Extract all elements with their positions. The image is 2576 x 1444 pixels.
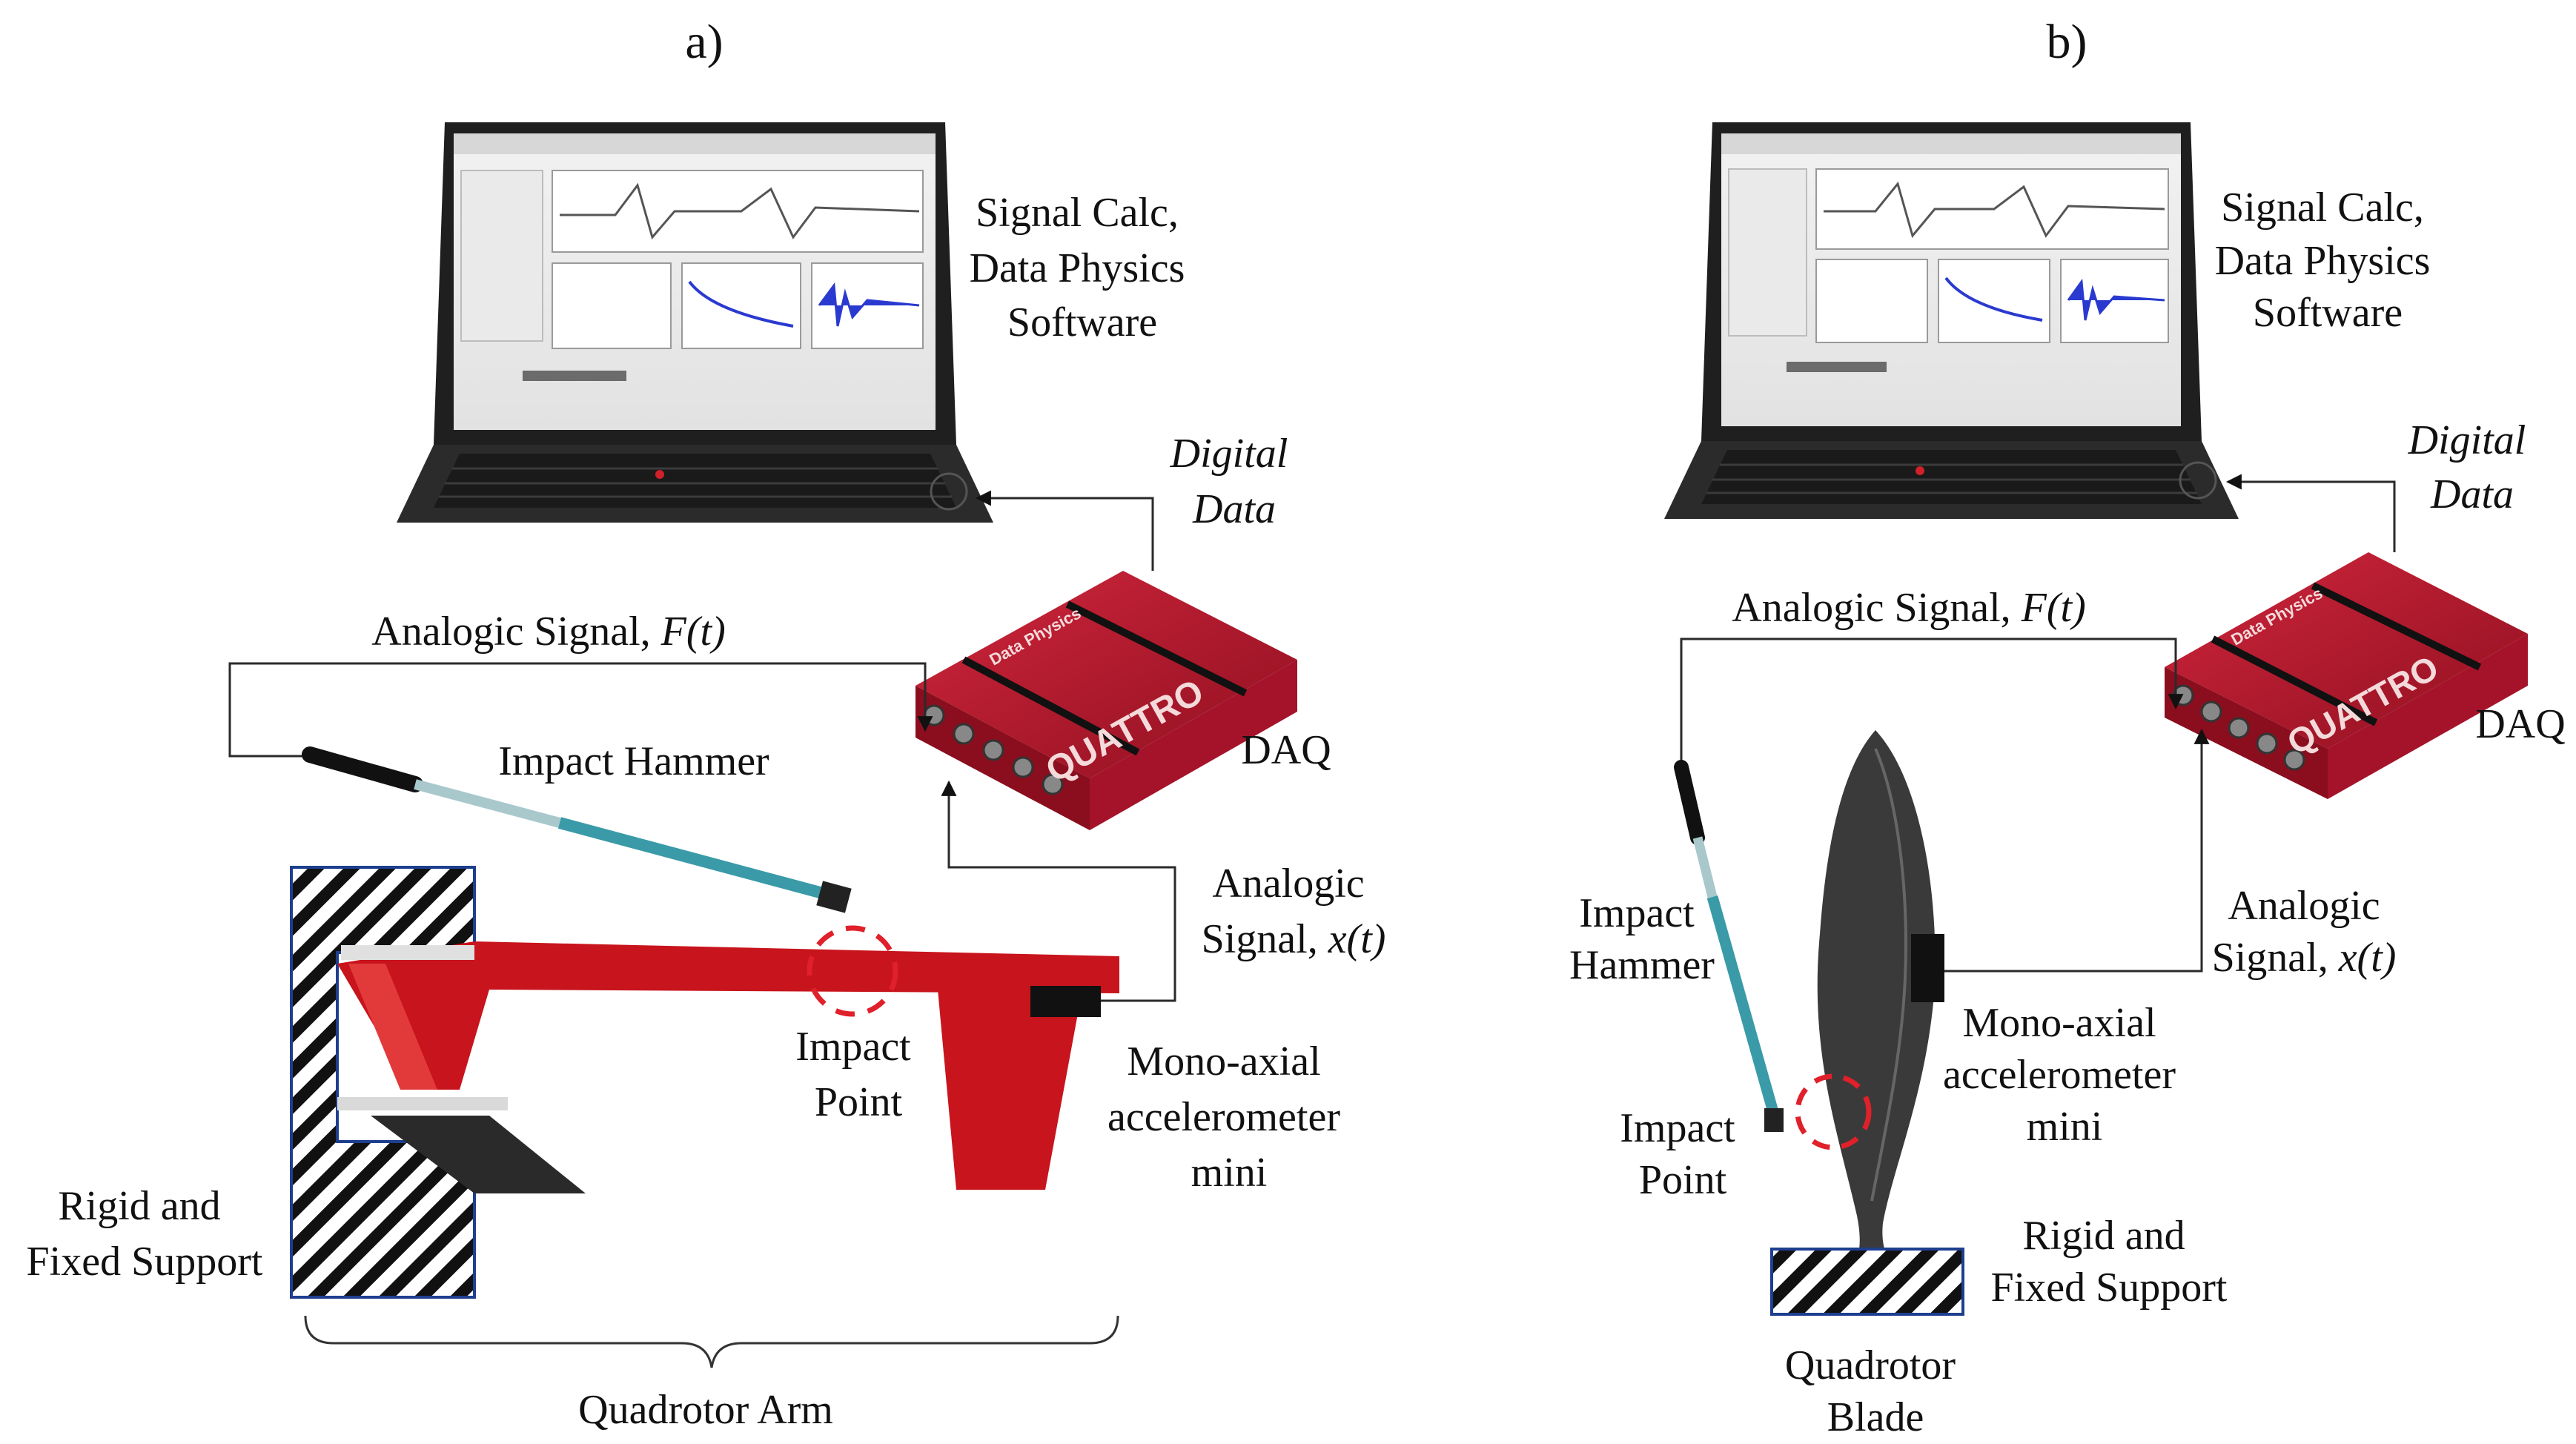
digital-data-label: Digital Data — [1170, 431, 1299, 532]
daq-device: QUATTRO Data Physics — [2165, 552, 2528, 799]
fixed-support — [290, 866, 476, 1299]
panel-b: b) Signal Calc, — [1569, 15, 2566, 1440]
laptop-icon — [397, 122, 993, 523]
force-signal-wire — [228, 662, 933, 758]
impact-point-label: Impact Point — [795, 1024, 921, 1125]
digital-data-wire — [2225, 474, 2396, 552]
accel-signal-wire — [941, 780, 1176, 1002]
software-label: Signal Calc, Data Physics Software — [2215, 185, 2441, 336]
arm-brace — [304, 1315, 1119, 1368]
support-label: Rigid and Fixed Support — [1991, 1213, 2228, 1311]
force-signal-wire — [1680, 637, 2184, 767]
software-label: Signal Calc, Data Physics Software — [970, 190, 1196, 345]
specimen-label: Quadrotor Arm — [578, 1387, 833, 1433]
fixed-support — [1770, 1248, 1964, 1316]
force-signal-label: Analogic Signal, F(t) — [371, 609, 725, 655]
quadrotor-arm — [337, 925, 1119, 1193]
specimen-label: Quadrotor Blade — [1785, 1342, 1966, 1440]
panel-b-tag: b) — [2047, 15, 2087, 69]
accel-signal-wire — [1944, 728, 2210, 973]
hammer-label: Impact Hammer — [1569, 890, 1715, 988]
panel-a: a) Signal Calc, — [27, 15, 1386, 1433]
daq-label: DAQ — [2475, 701, 2565, 747]
panel-a-tag: a) — [685, 15, 723, 69]
impact-hammer-icon — [1674, 760, 1784, 1132]
daq-device: QUATTRO Data Physics — [915, 571, 1297, 830]
digital-data-label: Digital Data — [2408, 417, 2537, 517]
accelerometer-label: Mono-axial accelerometer mini — [1107, 1039, 1351, 1196]
digital-data-wire — [975, 490, 1154, 571]
impact-hammer-icon — [302, 746, 852, 913]
hammer-label: Impact Hammer — [498, 738, 769, 784]
accelerometer-label: Mono-axial accelerometer mini — [1943, 1000, 2186, 1150]
force-signal-label: Analogic Signal, F(t) — [1732, 585, 2085, 631]
impact-point-label: Impact Point — [1620, 1105, 1745, 1203]
accel-signal-label: Analogic Signal, x(t) — [2212, 883, 2397, 981]
quadrotor-blade — [1795, 730, 1944, 1282]
laptop-icon — [1664, 122, 2239, 519]
daq-label: DAQ — [1241, 727, 1331, 773]
support-label: Rigid and Fixed Support — [27, 1183, 263, 1285]
accel-signal-label: Analogic Signal, x(t) — [1202, 861, 1386, 962]
